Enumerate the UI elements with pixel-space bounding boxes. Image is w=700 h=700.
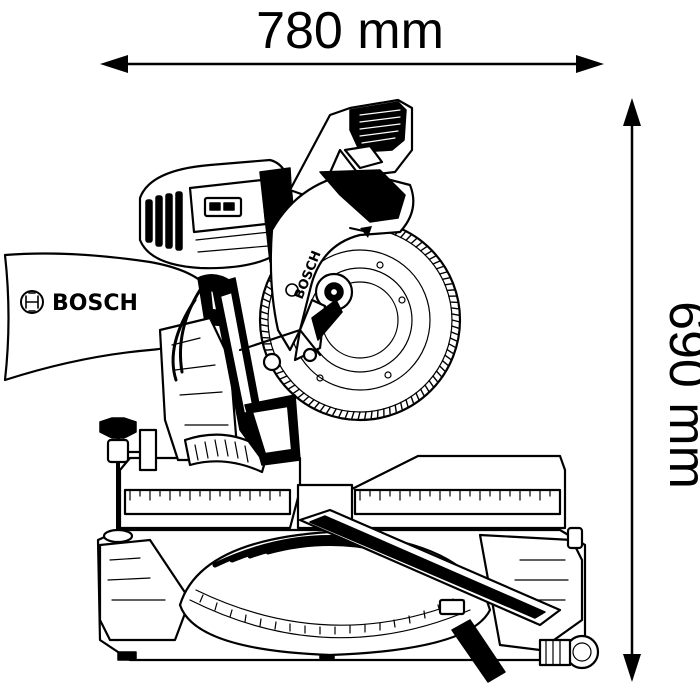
blade-tooth [451,319,461,323]
blade-tooth [438,365,447,373]
blade-tooth [438,271,449,275]
blade-tooth [302,395,310,403]
blade-guard: BOSCH [269,169,415,362]
miter-handle-arm [298,508,600,683]
blade-tooth [432,260,442,265]
blade-tooth [282,379,292,386]
blade-tooth [344,410,349,420]
blade-tooth [450,331,460,336]
width-dimension: 780 mm [100,2,604,73]
blade-tooth [275,370,285,375]
blade-tooth [357,411,361,421]
blade-tooth [399,401,404,412]
blade-tooth [259,323,269,327]
motor-housing [138,158,295,270]
blade-tooth [410,395,415,405]
blade-tooth [419,245,429,252]
blade-tooth [394,404,398,414]
height-arrow-top-icon [623,98,641,126]
height-dimension: 690 mm [623,98,700,682]
blade-tooth [451,325,461,330]
blade-tooth [424,250,433,256]
blade-tooth [451,313,461,317]
blade-tooth [259,317,269,321]
rotation-arrow-icon [360,226,372,238]
blade-tooth [399,230,407,239]
blade-tooth [370,410,373,421]
blade-tooth [441,276,452,281]
blade-tooth [450,307,461,310]
blade-tooth [278,375,288,380]
blade-tooth [331,408,337,417]
blade-tooth [259,330,270,333]
blade-tooth [263,291,272,297]
blade-tooth [260,304,270,309]
blade-tooth [446,348,455,355]
blade-tooth [388,406,391,417]
blade-tooth [296,392,305,399]
blade-tooth [307,398,315,407]
fence-table [118,454,567,530]
blade-tooth [449,337,459,343]
blade-tooth [325,406,332,415]
height-label: 690 mm [658,301,700,489]
blade-tooth [448,343,457,349]
blade-tooth [435,370,443,378]
blade-tooth [363,411,367,421]
blade-tooth [410,237,418,245]
blade-tooth [444,282,454,286]
blade-tooth [259,310,269,315]
blade-tooth [405,233,413,242]
blade-tooth [428,379,435,389]
blade-tooth [313,401,321,410]
blade-tooth [350,411,355,421]
blade-tooth [428,254,438,261]
blade-tooth [432,375,439,384]
height-arrow-bottom-icon [623,654,641,682]
blade-tooth [405,398,409,409]
width-arrow-left-icon [100,55,128,73]
blade-tooth [435,265,445,270]
blade-tooth [263,348,274,351]
blade-tooth [441,359,450,367]
width-arrow-right-icon [576,55,604,73]
bosch-logo-icon [20,290,44,314]
blade-tooth [261,297,271,303]
workpiece-clamp [99,417,158,544]
blade-tooth [319,404,326,413]
width-label: 780 mm [256,2,444,60]
blade-tooth [415,241,424,248]
blade-tooth [424,384,430,393]
blade-tooth [415,392,420,402]
blade-tooth [291,388,301,395]
blade-tooth [287,384,296,390]
blade-tooth [444,354,453,361]
blade-tooth [446,289,457,292]
blade-tooth [419,388,426,398]
dust-bag-brand-label: BOSCH [52,291,138,316]
saw-handle[interactable] [288,98,414,202]
saw-support-column [158,277,293,474]
lower-linkage [238,328,322,466]
blade-tooth [337,409,343,419]
